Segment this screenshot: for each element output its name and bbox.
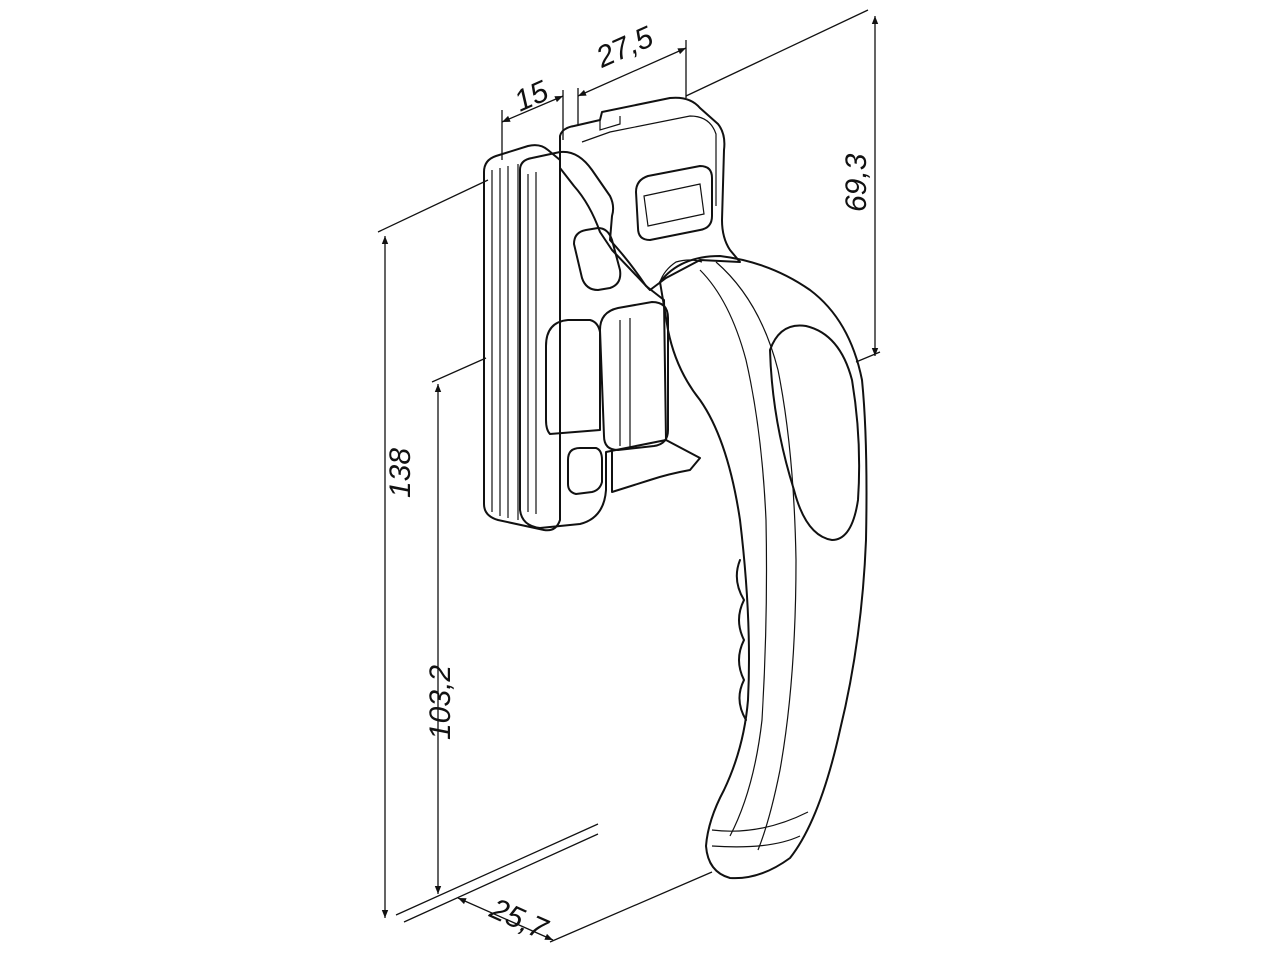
dim-line-15 bbox=[501, 95, 564, 123]
label-15: 15 bbox=[509, 75, 553, 119]
handle-base-plate bbox=[483, 144, 667, 532]
label-25-7: 25,7 bbox=[484, 892, 553, 947]
extension-lines bbox=[377, 9, 881, 943]
label-138: 138 bbox=[384, 448, 417, 498]
handle-housing bbox=[559, 96, 741, 493]
label-27-5: 27,5 bbox=[591, 20, 659, 74]
dimension-lines bbox=[381, 16, 879, 941]
handle-lever bbox=[659, 255, 868, 880]
label-103-2: 103,2 bbox=[424, 665, 457, 740]
label-69-3: 69,3 bbox=[840, 153, 873, 212]
dim-line-27-5 bbox=[577, 47, 687, 97]
dim-line-25-7 bbox=[457, 897, 554, 941]
